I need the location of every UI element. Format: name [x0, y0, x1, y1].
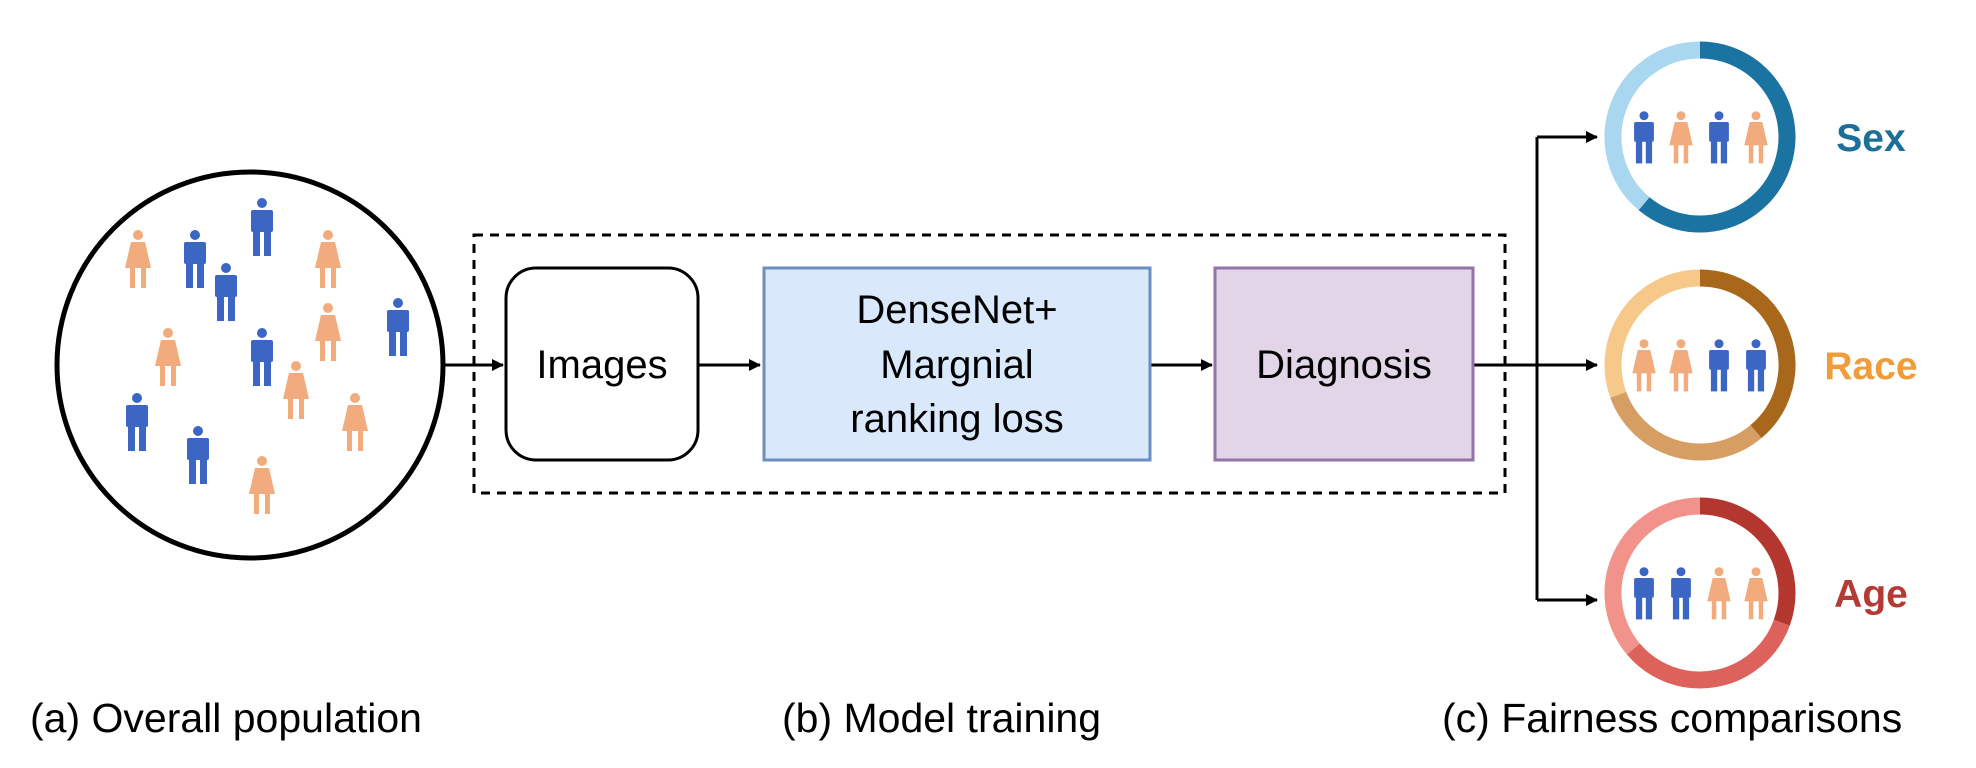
fairness-label-race: Race: [1824, 345, 1917, 388]
population-icons: [125, 198, 409, 514]
male-person-icon: [1746, 339, 1766, 392]
ring-segment: [1699, 497, 1796, 626]
ring-segment: [1638, 41, 1796, 233]
model-node: DenseNet+ Margnial ranking loss: [762, 266, 1152, 462]
female-person-icon: [1744, 111, 1768, 164]
male-person-icon: [184, 230, 206, 288]
female-person-icon: [315, 230, 341, 288]
fairness-ring-race: Race: [1604, 269, 1918, 461]
caption-fairness-comparisons: (c) Fairness comparisons: [1442, 695, 1902, 741]
female-person-icon: [249, 456, 275, 514]
model-node-line2: Margnial: [880, 343, 1033, 387]
male-person-icon: [1634, 567, 1654, 620]
ring-segment: [1610, 391, 1762, 461]
male-person-icon: [251, 328, 273, 386]
population-circle: [54, 169, 446, 561]
female-person-icon: [1669, 339, 1693, 392]
ring-segment: [1699, 269, 1796, 439]
male-person-icon: [126, 393, 148, 451]
images-node-label: Images: [536, 343, 667, 387]
model-node-line3: ranking loss: [850, 397, 1063, 441]
female-person-icon: [1632, 339, 1656, 392]
fairness-label-sex: Sex: [1836, 117, 1906, 160]
female-person-icon: [1669, 111, 1693, 164]
model-node-line1: DenseNet+: [856, 288, 1057, 332]
female-person-icon: [125, 230, 151, 288]
fairness-label-age: Age: [1834, 573, 1908, 616]
diagnosis-node: Diagnosis: [1213, 266, 1475, 462]
female-person-icon: [1744, 567, 1768, 620]
ring-segment: [1604, 497, 1701, 655]
male-person-icon: [1671, 567, 1691, 620]
male-person-icon: [387, 298, 409, 356]
fairness-ring-sex: Sex: [1604, 41, 1906, 233]
female-person-icon: [1707, 567, 1731, 620]
male-person-icon: [1709, 339, 1729, 392]
male-person-icon: [1634, 111, 1654, 164]
ring-segment: [1604, 41, 1701, 211]
caption-overall-population: (a) Overall population: [30, 695, 422, 741]
male-person-icon: [1709, 111, 1729, 164]
caption-model-training: (b) Model training: [782, 695, 1101, 741]
diagnosis-node-label: Diagnosis: [1256, 343, 1432, 387]
male-person-icon: [187, 426, 209, 484]
female-person-icon: [283, 361, 309, 419]
female-person-icon: [342, 393, 368, 451]
female-person-icon: [155, 328, 181, 386]
images-node: Images: [504, 266, 700, 462]
ring-segment: [1626, 619, 1790, 689]
ring-segment: [1604, 269, 1701, 398]
female-person-icon: [315, 303, 341, 361]
fairness-ring-age: Age: [1604, 497, 1908, 689]
male-person-icon: [251, 198, 273, 256]
male-person-icon: [215, 263, 237, 321]
population-panel: [54, 169, 446, 561]
